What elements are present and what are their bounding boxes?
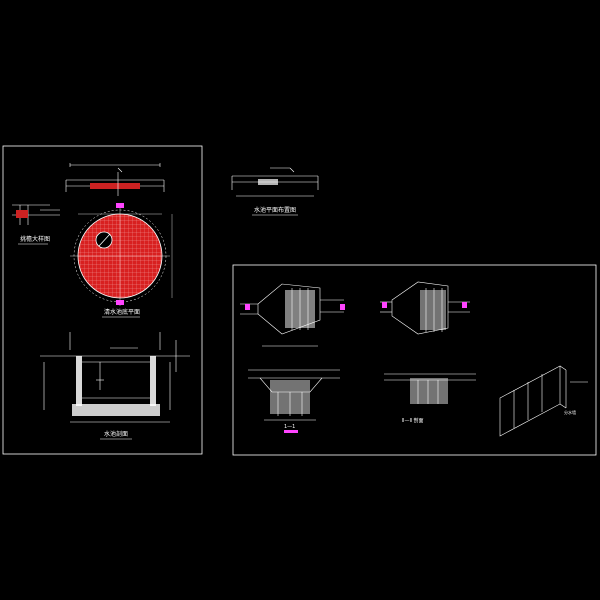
outlet-funnel-plan: [380, 281, 470, 335]
detail-title: 挑檐大样图: [20, 235, 50, 243]
inlet-funnel-plan: [240, 283, 344, 347]
cut-marker-section-1: [284, 430, 298, 433]
cut-marker-mid-a: [382, 302, 387, 308]
pool-floor-plan: [70, 203, 173, 306]
eave-detail: [12, 204, 60, 225]
section-2-label: Ⅱ—Ⅱ 剖面: [402, 417, 424, 424]
right-sheet: 1—1 Ⅱ—Ⅱ 剖面: [232, 264, 597, 456]
section-title: 水池剖面: [104, 430, 128, 438]
cover-slab-section: [65, 163, 165, 196]
isometric-wall: [499, 365, 588, 437]
outlet-section: [384, 373, 476, 404]
manhole-diagonal: [98, 233, 111, 247]
section-1-label: 1—1: [284, 424, 295, 430]
pool-section: [40, 332, 190, 423]
cut-marker-bottom: [116, 300, 124, 305]
right-sheet-border: [232, 264, 597, 456]
cut-marker-left-a: [245, 304, 250, 310]
left-sheet-border: [2, 145, 203, 455]
inlet-section: [248, 369, 340, 421]
plan-title: 清水池底平面: [104, 308, 140, 316]
top-sheet-title: 水池平面布置图: [254, 206, 296, 214]
cut-marker-top: [116, 203, 124, 208]
right-note: 分水墙: [564, 409, 576, 415]
left-sheet: 挑檐大样图: [2, 145, 203, 455]
cut-marker-left-b: [340, 304, 345, 310]
wall-section-strip: [231, 167, 319, 197]
cut-marker-mid-b: [462, 302, 467, 308]
top-sheet: 水池平面布置图: [231, 167, 319, 216]
